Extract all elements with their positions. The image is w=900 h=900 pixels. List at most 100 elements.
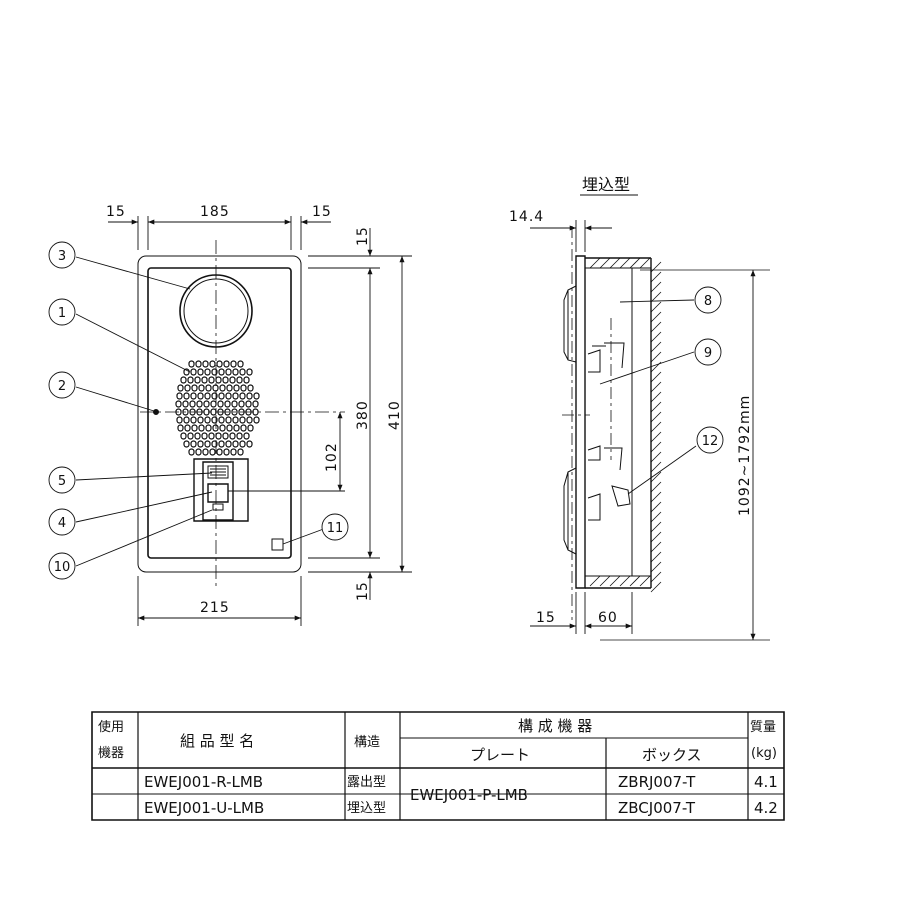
hatch-line — [630, 576, 640, 586]
dim-center-offset: 102 — [324, 442, 340, 472]
grille-slot — [241, 385, 246, 391]
row1-mass: 4.1 — [754, 773, 778, 791]
dim-plate-thickness: 14.4 — [509, 209, 544, 225]
grille-slot — [239, 401, 244, 407]
grille-slot — [198, 393, 203, 399]
dim-install-height: 1092~1792mm — [737, 395, 753, 516]
front-callouts — [49, 242, 348, 579]
grille-slot — [241, 425, 246, 431]
grille-slot — [253, 401, 258, 407]
grille-slot — [177, 393, 182, 399]
grille-slot — [230, 377, 235, 383]
grille-slot — [198, 441, 203, 447]
grille-slot — [244, 377, 249, 383]
hatch-line — [590, 258, 600, 268]
grille-slot — [209, 377, 214, 383]
hatch-line — [600, 576, 610, 586]
callout-12-label: 12 — [702, 434, 719, 449]
grille-slot — [226, 441, 231, 447]
hatch-line — [620, 576, 630, 586]
front-dim-texts: 15 185 15 15 380 410 102 15 215 — [106, 204, 403, 616]
hatch-line — [651, 352, 661, 362]
grille-slot — [246, 401, 251, 407]
grille-slot — [254, 393, 259, 399]
grille-slot — [196, 449, 201, 455]
call-button-frame — [194, 459, 248, 521]
grille-slot — [247, 441, 252, 447]
grille-slot — [223, 433, 228, 439]
hatch-line — [651, 322, 661, 332]
grille-slot — [238, 449, 243, 455]
front-plate-outline — [138, 256, 301, 572]
callout-1-label: 1 — [58, 306, 66, 321]
grille-slot — [224, 361, 229, 367]
grille-slot — [189, 449, 194, 455]
grille-slot — [195, 377, 200, 383]
hatch-line — [630, 258, 640, 268]
grille-slot — [176, 401, 181, 407]
dim-top-margin: 15 — [355, 226, 371, 246]
side-button — [564, 468, 576, 554]
dim-box-depth: 60 — [598, 610, 618, 626]
grille-slot — [206, 425, 211, 431]
grille-slot — [205, 393, 210, 399]
grille-slot — [218, 401, 223, 407]
hatch-line — [610, 576, 620, 586]
header-mass-line1: 質量 — [750, 720, 776, 735]
grille-slot — [192, 425, 197, 431]
callout-8 — [695, 287, 721, 313]
row2-mass: 4.2 — [754, 799, 778, 817]
header-box: ボックス — [642, 746, 702, 764]
grille-slot — [237, 433, 242, 439]
dim-right-margin: 15 — [312, 204, 332, 220]
grille-slot — [231, 449, 236, 455]
grille-slot — [227, 385, 232, 391]
grille-slot — [217, 449, 222, 455]
callout-2 — [49, 372, 75, 398]
grille-slot — [240, 417, 245, 423]
callout-11-label: 11 — [327, 521, 344, 536]
row2-box: ZBCJ007-T — [618, 799, 696, 817]
side-view-title: 埋込型 — [582, 175, 630, 194]
grille-slot — [184, 369, 189, 375]
grille-slot — [240, 369, 245, 375]
hatch-line — [651, 502, 661, 512]
grille-slot — [213, 385, 218, 391]
callout-3-label: 3 — [58, 249, 66, 264]
grille-slot — [233, 393, 238, 399]
grille-slot — [224, 449, 229, 455]
callout-9 — [695, 339, 721, 365]
button-key — [208, 484, 228, 502]
grille-slot — [219, 369, 224, 375]
speaker-grille — [176, 361, 259, 455]
grille-slot — [191, 393, 196, 399]
grille-slot — [233, 441, 238, 447]
callout-12 — [697, 427, 723, 453]
grille-slot — [184, 441, 189, 447]
grille-slot — [234, 385, 239, 391]
row1-structure: 露出型 — [347, 775, 386, 790]
hatch-line — [651, 342, 661, 352]
hatch-line — [651, 442, 661, 452]
hatch-line — [651, 482, 661, 492]
grille-slot — [219, 417, 224, 423]
hatch-line — [640, 576, 650, 586]
grille-slot — [230, 433, 235, 439]
grille-slot — [178, 385, 183, 391]
front-callout-labels: 3 1 2 5 4 10 11 — [54, 249, 344, 575]
grille-slot — [225, 401, 230, 407]
side-dim-texts: 14.4 15 60 1092~1792mm — [509, 209, 753, 626]
grille-slot — [254, 417, 259, 423]
hatch-line — [610, 258, 620, 268]
grille-slot — [177, 417, 182, 423]
grille-slot — [181, 377, 186, 383]
callout-4-label: 4 — [58, 516, 66, 531]
grille-slot — [232, 409, 237, 415]
grille-slot — [192, 385, 197, 391]
grille-slot — [195, 433, 200, 439]
grille-slot — [210, 361, 215, 367]
dim-outer-height: 410 — [387, 400, 403, 430]
grille-slot — [202, 377, 207, 383]
hatch-line — [651, 262, 661, 272]
grille-slot — [247, 369, 252, 375]
